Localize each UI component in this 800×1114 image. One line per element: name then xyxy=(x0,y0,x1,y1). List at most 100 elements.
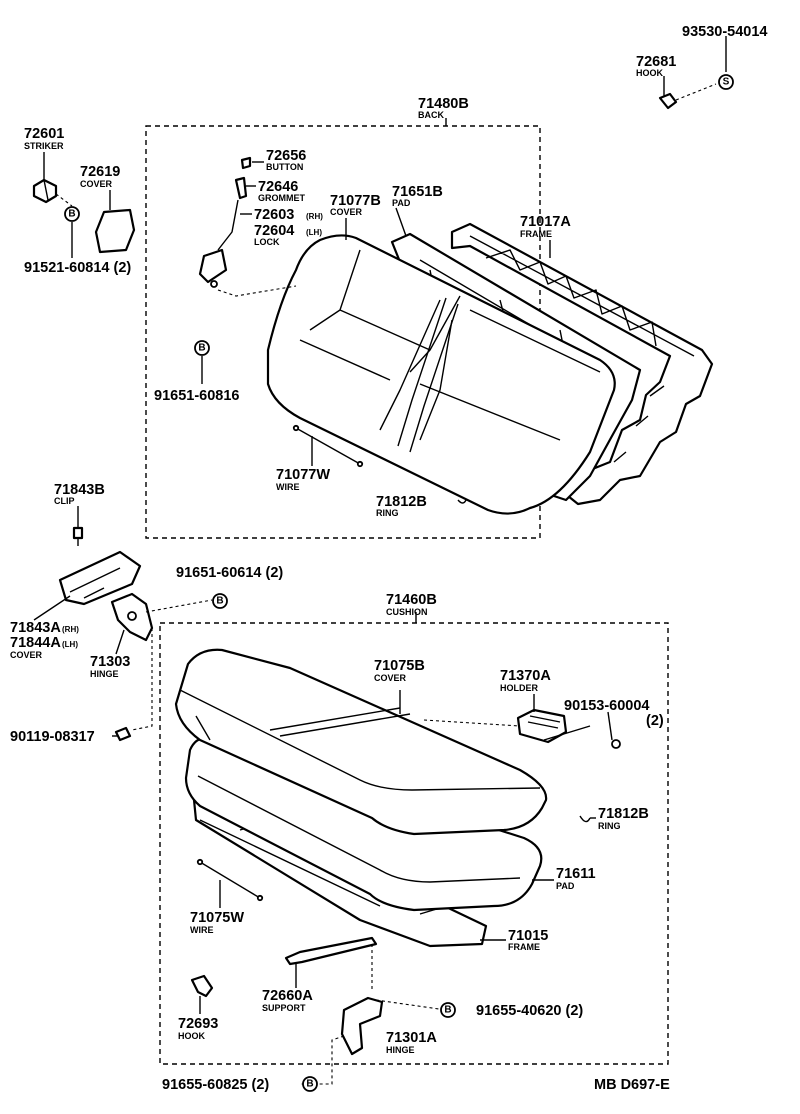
side-cover-name: COVER xyxy=(10,650,43,660)
lock-rh-number: 72603 xyxy=(254,207,294,223)
cushion-ring-name: RING xyxy=(598,821,621,831)
lock-lh-suffix: (LH) xyxy=(306,228,322,237)
holder-nut xyxy=(611,739,621,749)
bolt-striker-symbol: B xyxy=(64,206,80,222)
cushion-cover-number: 71075B xyxy=(374,658,425,674)
striker-number: 72601 xyxy=(24,126,64,142)
hook-bolt-number: 93530-54014 xyxy=(682,24,767,40)
hinge-lower-bottom-leader xyxy=(300,1035,345,1085)
lock-drawing xyxy=(198,156,252,288)
cover-small-drawing xyxy=(94,208,136,254)
cushion-wire-name: WIRE xyxy=(190,925,214,935)
back-cover-number: 71077B xyxy=(330,193,381,209)
back-ring-number: 71812B xyxy=(376,494,427,510)
diagram-code: MB D697-E xyxy=(594,1077,670,1093)
hinge-lower-bolt-leader xyxy=(375,999,447,1011)
bolt-hinge-number: 91651-60614 (2) xyxy=(176,565,283,581)
bolt-hinge-symbol: B xyxy=(212,593,228,609)
cushion-wire-drawing xyxy=(199,861,261,899)
leader-nut-holder xyxy=(607,711,613,741)
cushion-assy-name: CUSHION xyxy=(386,607,428,617)
cushion-wire-number: 71075W xyxy=(190,910,244,926)
cover-rh-suffix: (RH) xyxy=(62,625,79,634)
back-frame-drawing xyxy=(450,222,714,506)
bolt-striker-number: 91521-60814 (2) xyxy=(24,260,131,276)
svg-text:B: B xyxy=(444,1005,451,1016)
nut-holder-number: 90153-60004 xyxy=(564,698,649,714)
screw-number: 90119-08317 xyxy=(10,729,95,745)
button-number: 72656 xyxy=(266,148,306,164)
cover-lh-number: 71844A xyxy=(10,635,61,651)
back-pad-name: PAD xyxy=(392,198,411,208)
cushion-frame-name: FRAME xyxy=(508,942,540,952)
bolt-hinge-lower-number: 91655-40620 (2) xyxy=(476,1003,583,1019)
leader-hook-bolt-2 xyxy=(675,83,717,101)
hinge-lower-number: 71301A xyxy=(386,1030,437,1046)
cushion-pad-number: 71611 xyxy=(556,866,596,882)
cushion-wire-end xyxy=(196,858,204,866)
svg-text:B: B xyxy=(306,1079,313,1090)
back-wire-name: WIRE xyxy=(276,482,300,492)
back-assembly-boundary xyxy=(145,125,541,539)
leader-back-pad xyxy=(395,207,407,237)
holder-number: 71370A xyxy=(500,668,551,684)
back-cover-drawing xyxy=(266,234,616,515)
bolt-bottom-symbol: B xyxy=(302,1076,318,1092)
hinge-lower-drawing xyxy=(340,996,384,1056)
hinge-to-bolt-leader xyxy=(145,599,213,613)
svg-text:B: B xyxy=(216,596,223,607)
back-wire-end xyxy=(292,424,300,432)
svg-text:S: S xyxy=(723,77,730,88)
back-assy-number: 71480B xyxy=(418,96,469,112)
bolt-lock-symbol: B xyxy=(194,340,210,356)
back-frame-name: FRAME xyxy=(520,229,552,239)
holder-name: HOLDER xyxy=(500,683,539,693)
cover-small-name: COVER xyxy=(80,179,113,189)
striker-name: STRIKER xyxy=(24,141,64,151)
nut-holder-qty: (2) xyxy=(646,713,664,729)
cushion-ring-drawing xyxy=(579,815,591,823)
back-ring-drawing xyxy=(457,499,467,504)
screw-drawing xyxy=(114,726,132,742)
lock-bolt-hole xyxy=(210,280,218,288)
back-wire-number: 71077W xyxy=(276,467,330,483)
hook-lower-number: 72693 xyxy=(178,1016,218,1032)
support-drawing xyxy=(284,936,378,966)
grommet-name: GROMMET xyxy=(258,193,305,203)
back-wire-end-2 xyxy=(356,460,364,468)
svg-text:B: B xyxy=(68,209,75,220)
cushion-assembly-boundary xyxy=(159,622,669,1065)
back-frame-number: 71017A xyxy=(520,214,571,230)
back-ring-name: RING xyxy=(376,508,399,518)
lock-lh-number: 72604 xyxy=(254,223,294,239)
lock-name: LOCK xyxy=(254,237,280,247)
cover-lh-suffix: (LH) xyxy=(62,640,78,649)
bolt-lock-number: 91651-60816 xyxy=(154,388,239,404)
bolt-bottom-number: 91655-60825 (2) xyxy=(162,1077,269,1093)
hook-bolt-symbol: S xyxy=(718,74,734,90)
clip-drawing xyxy=(72,526,84,540)
support-name: SUPPORT xyxy=(262,1003,306,1013)
back-pad-number: 71651B xyxy=(392,184,443,200)
leader-bolt-striker-2 xyxy=(55,193,73,207)
clip-name: CLIP xyxy=(54,496,75,506)
hinge-lower-name: HINGE xyxy=(386,1045,415,1055)
hinge-to-cushion-leader xyxy=(131,628,153,731)
hook-lower-name: HOOK xyxy=(178,1031,206,1041)
support-number: 72660A xyxy=(262,988,313,1004)
hinge-name: HINGE xyxy=(90,669,119,679)
cushion-ring-number: 71812B xyxy=(598,806,649,822)
lock-to-back-leader xyxy=(217,285,297,297)
cushion-cover-drawing xyxy=(174,648,548,836)
striker-detail xyxy=(43,179,49,201)
hinge-hole xyxy=(127,611,137,621)
holder-drawing xyxy=(516,708,621,749)
cover-rh-number: 71843A xyxy=(10,620,61,636)
leader-side-cover xyxy=(33,595,71,621)
hook-top-drawing xyxy=(658,92,678,110)
button-name: BUTTON xyxy=(266,162,303,172)
cushion-frame-number: 71015 xyxy=(508,928,548,944)
clip-number: 71843B xyxy=(54,482,105,498)
hook-top-number: 72681 xyxy=(636,54,676,70)
